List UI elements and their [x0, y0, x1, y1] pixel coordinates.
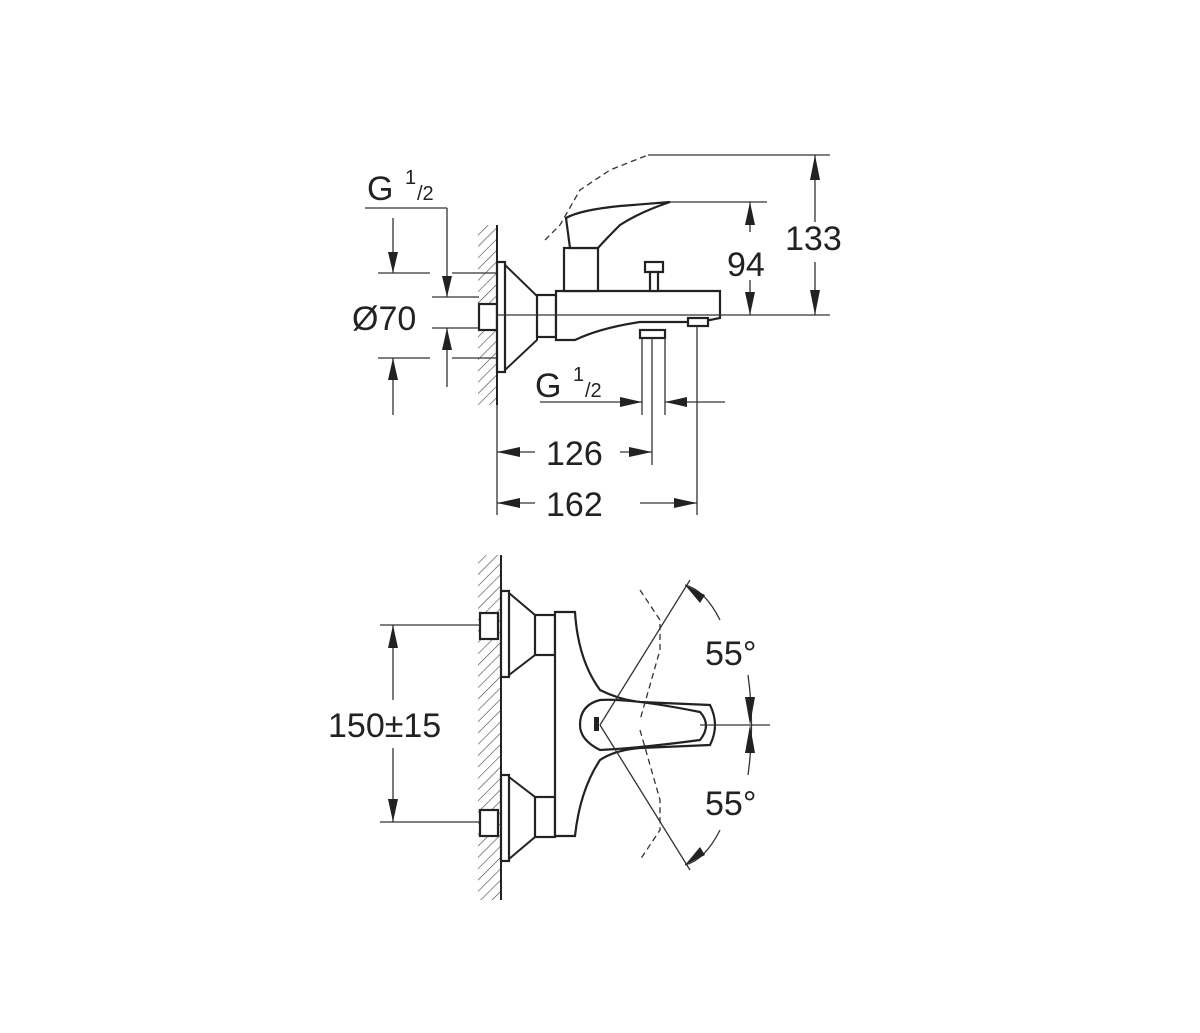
escutcheon: [495, 260, 507, 374]
dim-total-height: 133: [785, 220, 842, 258]
escutcheon-cone: [504, 264, 538, 371]
aerator: [686, 316, 710, 328]
dim-outlet-depth: 126: [546, 435, 603, 473]
dim-inlet-spacing: 150±15: [328, 707, 441, 745]
angle-up-label: 55°: [705, 635, 756, 673]
cartridge-housing: [562, 246, 600, 293]
inlet-top: [478, 611, 500, 641]
lever-up-outline: [639, 589, 661, 721]
inlet-bottom: [478, 808, 500, 838]
union-nut: [535, 293, 558, 339]
dim-total-depth: 162: [546, 486, 603, 524]
svg-text:1: 1: [405, 167, 416, 189]
wall-hatching-front: [478, 555, 500, 900]
front-view: 55° 55° 150±15: [328, 555, 770, 900]
lever-down-outline: [639, 729, 661, 861]
angle-down-label: 55°: [705, 785, 756, 823]
lever-front: [578, 698, 708, 752]
diverter-stem: [648, 270, 660, 293]
svg-text:1: 1: [573, 364, 584, 386]
svg-text:/2: /2: [417, 183, 434, 205]
inlet-connector: [477, 302, 499, 332]
svg-text:/2: /2: [585, 380, 602, 402]
dim-lever-height: 94: [727, 246, 765, 284]
dim-thread-top: G: [367, 170, 393, 208]
lever-raised-outline: [544, 154, 649, 241]
diverter-knob: [643, 260, 665, 274]
outlet-nozzle: [638, 328, 667, 340]
dim-thread-bottom: G: [535, 367, 561, 405]
lever-handle: [564, 200, 671, 250]
side-view: 133 94 G 1 /2 Ø70 G 1 /2: [352, 154, 842, 524]
dim-diameter: Ø70: [352, 300, 416, 338]
